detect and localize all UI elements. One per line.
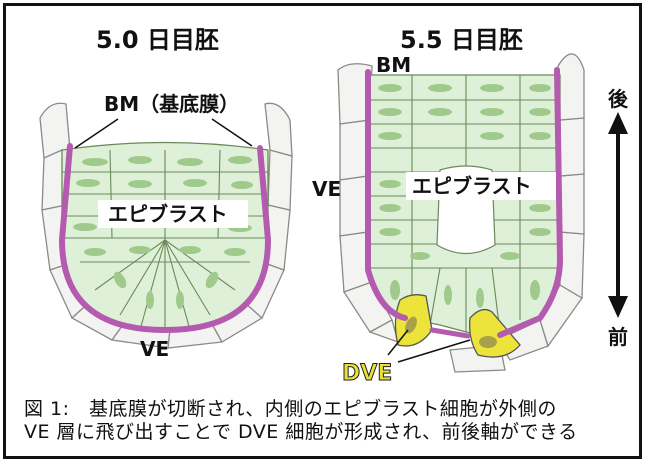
left-ve-label: VE — [140, 337, 169, 361]
left-nuclei — [73, 156, 253, 309]
right-ve-label: VE — [312, 177, 341, 201]
dve-label: DVE — [342, 361, 392, 386]
left-bm-pointer-right — [211, 118, 253, 147]
caption-line-1: 図 1: 基底膜が切断され、内側のエピブラスト細胞が外側の — [24, 398, 557, 420]
right-embryo — [337, 53, 585, 373]
dve-pointer-right — [397, 339, 471, 363]
dve-pointer-left — [387, 329, 409, 356]
right-bm-mid-segment — [429, 327, 471, 339]
left-bm-pointer-left — [74, 118, 119, 149]
left-embryo-title: 5.0 日目胚 — [96, 26, 219, 54]
anterior-posterior-axis — [608, 112, 628, 318]
right-bm-left-segment — [365, 69, 408, 321]
axis-arrow-up-icon — [608, 112, 628, 134]
axis-arrow-down-icon — [608, 296, 628, 318]
right-embryo-title: 5.5 日目胚 — [400, 26, 523, 54]
right-epiblast-label-bg — [406, 172, 556, 200]
figure-caption: 図 1: 基底膜が切断され、内側のエピブラスト細胞が外側の VE 層に飛び出すこ… — [24, 398, 634, 444]
right-bm-label: BM — [376, 53, 411, 77]
right-epiblast-label: エピブラスト — [412, 174, 532, 198]
caption-line-2: VE 層に飛び出すことで DVE 細胞が形成され、前後軸ができる — [24, 421, 578, 443]
right-bm-right-segment — [497, 67, 564, 338]
left-epiblast-label: エピブラスト — [108, 202, 228, 226]
anterior-label: 前 — [608, 325, 628, 349]
posterior-label: 後 — [608, 87, 629, 111]
left-bm-label: BM（基底膜） — [104, 92, 239, 116]
right-nuclei — [378, 84, 551, 308]
left-embryo — [39, 102, 293, 349]
left-basement-membrane — [58, 143, 272, 334]
left-epiblast-label-bg — [98, 200, 248, 228]
